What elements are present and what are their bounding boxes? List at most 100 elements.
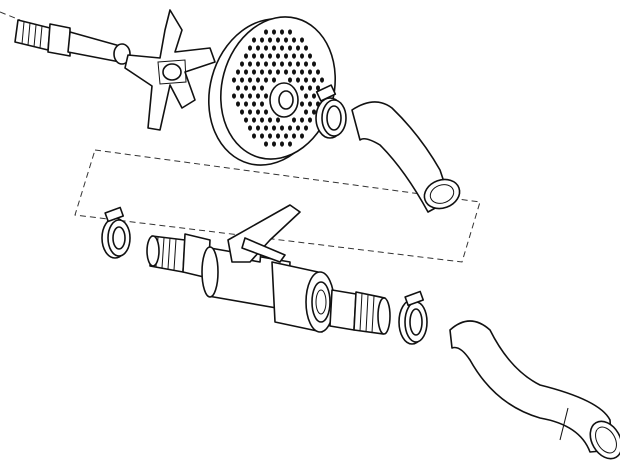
plate-hole — [288, 125, 292, 131]
plate-hole — [280, 141, 284, 147]
plate-hole — [288, 29, 292, 35]
perforated-grinder-plate — [207, 16, 337, 166]
plate-hole — [292, 53, 296, 59]
plate-hole — [276, 69, 280, 75]
plate-hole — [248, 45, 252, 51]
plate-hole — [244, 101, 248, 107]
plate-hole — [296, 125, 300, 131]
plate-hole — [264, 77, 268, 83]
ball-valve — [201, 204, 301, 311]
plate-hole — [244, 53, 248, 59]
barb-fitting — [146, 233, 211, 279]
plate-hole — [288, 141, 292, 147]
plate-hole — [240, 109, 244, 115]
plate-hole — [284, 69, 288, 75]
plate-hole — [268, 37, 272, 43]
plate-hole — [256, 93, 260, 99]
plate-hole — [288, 45, 292, 51]
plate-hole — [248, 109, 252, 115]
cross-knife — [124, 9, 216, 131]
plate-hole — [248, 125, 252, 131]
plate-hole — [268, 133, 272, 139]
plate-hole — [260, 53, 264, 59]
plate-hole — [256, 45, 260, 51]
plate-hole — [320, 77, 324, 83]
plate-hole — [304, 45, 308, 51]
plate-hole — [260, 85, 264, 91]
plate-hole — [232, 77, 236, 83]
plate-hole — [304, 61, 308, 67]
plate-hole — [236, 85, 240, 91]
plate-hole — [308, 53, 312, 59]
plate-hole — [248, 77, 252, 83]
plate-hole — [260, 133, 264, 139]
plate-hole — [260, 37, 264, 43]
plate-hole — [264, 45, 268, 51]
plate-hole — [284, 37, 288, 43]
plate-hole — [308, 117, 312, 123]
plate-hole — [240, 77, 244, 83]
plate-hole — [236, 69, 240, 75]
plate-hole — [272, 141, 276, 147]
plate-hole — [312, 61, 316, 67]
plate-hole — [256, 77, 260, 83]
plate-hole — [264, 93, 268, 99]
plate-hole — [312, 93, 316, 99]
plate-hole — [264, 141, 268, 147]
plate-hole — [292, 117, 296, 123]
plate-hole — [300, 101, 304, 107]
plate-hole — [268, 53, 272, 59]
threaded-adapter — [14, 19, 131, 65]
plate-hole — [276, 133, 280, 139]
plate-hole — [276, 37, 280, 43]
plate-hole — [272, 45, 276, 51]
plate-hole — [316, 85, 320, 91]
plate-holes — [232, 29, 324, 147]
plate-hole — [268, 117, 272, 123]
plate-hole — [292, 133, 296, 139]
plate-hole — [308, 69, 312, 75]
plate-hole — [252, 133, 256, 139]
plate-hole — [288, 77, 292, 83]
plate-hole — [284, 53, 288, 59]
plate-hole — [256, 125, 260, 131]
plate-hole — [304, 77, 308, 83]
plate-hole — [276, 117, 280, 123]
plate-hole — [292, 69, 296, 75]
plate-hole — [280, 61, 284, 67]
plate-hole — [312, 77, 316, 83]
plate-hole — [284, 133, 288, 139]
plate-hole — [264, 125, 268, 131]
hose — [449, 320, 620, 460]
assembly-axis-line — [0, 11, 21, 21]
plate-hole — [280, 125, 284, 131]
plate-hole — [252, 53, 256, 59]
plate-hole — [280, 29, 284, 35]
hose — [351, 101, 461, 213]
plate-hole — [232, 93, 236, 99]
plate-hole — [272, 29, 276, 35]
plate-hole — [304, 109, 308, 115]
plate-hole — [252, 69, 256, 75]
plate-hole — [260, 101, 264, 107]
plate-hole — [300, 133, 304, 139]
plate-hole — [264, 61, 268, 67]
plate-hole — [244, 69, 248, 75]
plate-hole — [244, 117, 248, 123]
plate-hole — [304, 125, 308, 131]
hose-clamp — [101, 206, 131, 259]
plate-hole — [236, 101, 240, 107]
plate-hole — [252, 85, 256, 91]
plate-hole — [256, 61, 260, 67]
plate-hole — [272, 125, 276, 131]
plate-hole — [296, 45, 300, 51]
plate-hole — [292, 37, 296, 43]
plate-hole — [252, 37, 256, 43]
plate-hole — [300, 85, 304, 91]
plate-hole — [304, 93, 308, 99]
plate-hole — [280, 45, 284, 51]
plate-hole — [276, 53, 280, 59]
plate-hole — [252, 101, 256, 107]
plate-hole — [300, 117, 304, 123]
